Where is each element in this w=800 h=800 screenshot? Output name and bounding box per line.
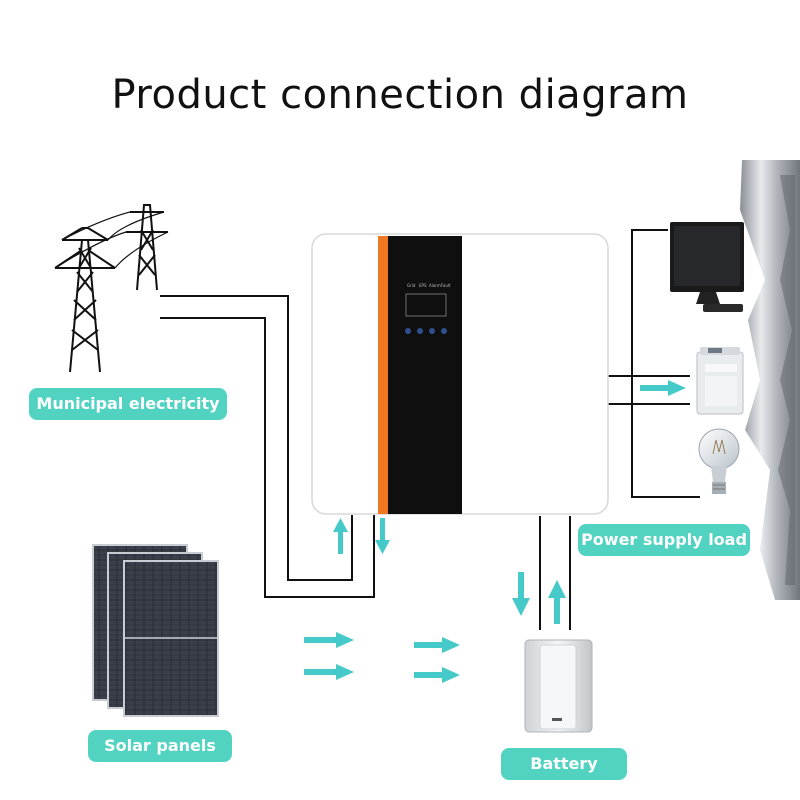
down-button-icon [429,328,435,334]
wires [160,229,700,630]
power-tower-icon [54,204,169,373]
light-bulb-icon [698,428,740,494]
arrow-right-icon [414,637,460,653]
indicator-fault: Fault [441,283,451,288]
indicator-alarm: Alarm [429,283,441,288]
label-power-supply-load: Power supply load [578,524,750,556]
arrow-right-icon [304,664,354,680]
washing-machine-icon [696,347,744,415]
arrow-right-icon [304,632,354,648]
inverter-screen [405,293,447,317]
arrow-right-icon [414,667,460,683]
arrow-up-icon [333,518,348,554]
indicator-eps: EPS [419,283,427,288]
wall-bracket [740,160,800,600]
label-solar-panels: Solar panels [88,730,232,762]
flow-arrows [304,380,686,683]
label-municipal-electricity: Municipal electricity [29,388,227,420]
monitor-icon [670,222,744,312]
label-battery: Battery [501,748,627,780]
enter-button-icon [441,328,447,334]
arrow-right-icon [640,380,686,396]
indicator-grid: Grid [407,283,416,288]
arrow-down-icon [512,572,530,616]
arrow-up-icon [548,580,566,624]
solar-panel-icon [92,544,219,717]
page-title: Product connection diagram [111,72,689,118]
inverter-icon: Grid EPS Alarm Fault [311,233,609,515]
arrow-down-icon [375,518,390,554]
menu-button-icon [405,328,411,334]
up-button-icon [417,328,423,334]
battery-icon [524,639,593,733]
